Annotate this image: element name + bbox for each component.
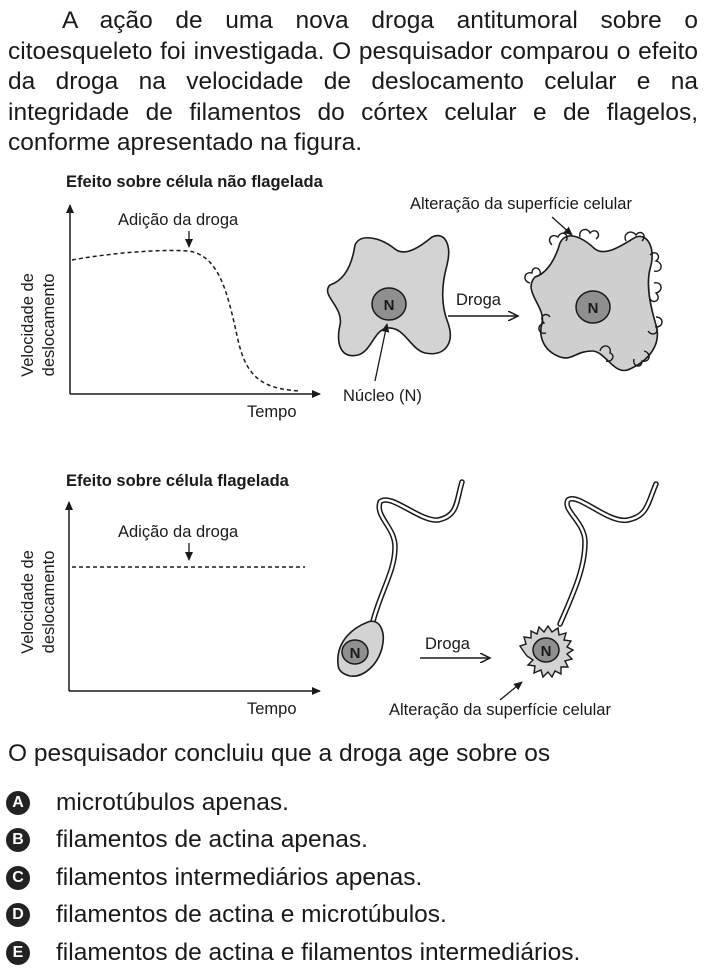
question-stem: O pesquisador concluiu que a droga age s… (8, 740, 551, 767)
option-c[interactable]: C filamentos intermediários apenas. (6, 859, 580, 897)
option-letter-badge: B (6, 828, 30, 853)
option-text: filamentos de actina apenas. (56, 826, 368, 854)
option-letter-badge: C (6, 865, 30, 890)
x-axis-label: Tempo (247, 700, 297, 718)
option-text: microtúbulos apenas. (56, 788, 289, 816)
y-axis-label-line1: Velocidade de (19, 273, 37, 377)
option-d[interactable]: D filamentos de actina e microtúbulos. (6, 897, 580, 935)
y-axis-label-line1: Velocidade de (19, 550, 37, 654)
nucleus-letter-altered: N (588, 300, 599, 317)
surface-change-label: Alteração da superfície celular (389, 701, 611, 719)
drug-arrow-label: Droga (456, 291, 502, 309)
nucleus-letter: N (384, 297, 395, 314)
nucleus-letter: N (350, 645, 361, 662)
surface-change-pointer (551, 216, 573, 236)
option-b[interactable]: B filamentos de actina apenas. (6, 822, 580, 860)
option-letter-badge: A (6, 790, 30, 815)
option-text: filamentos intermediários apenas. (56, 863, 423, 891)
surface-change-label: Alteração da superfície celular (410, 195, 632, 213)
surface-change-pointer (499, 681, 523, 701)
option-letter-badge: E (6, 940, 30, 965)
velocity-curve (71, 249, 301, 392)
option-text: filamentos de actina e filamentos interm… (56, 938, 581, 966)
intro-paragraph: A ação de uma nova droga antitumoral sob… (8, 7, 698, 156)
graph-title: Efeito sobre célula não flagelada (66, 173, 324, 191)
nucleus-pointer (374, 323, 390, 382)
y-axis-label-line2: deslocamento (40, 274, 58, 377)
drug-addition-label: Adição da droga (118, 523, 239, 541)
figure-non-flagellated: Efeito sobre célula não flagelada Veloci… (0, 165, 705, 430)
flagellum-outline (369, 479, 465, 628)
drug-arrow-label: Droga (425, 635, 471, 653)
membrane-blebs (524, 228, 663, 367)
graph-title: Efeito sobre célula flagelada (66, 472, 290, 490)
nucleus-altered (532, 637, 560, 663)
nucleus-altered (575, 290, 611, 324)
y-axis-label-line2: deslocamento (40, 551, 58, 654)
nucleus-normal (341, 639, 369, 665)
option-e[interactable]: E filamentos de actina e filamentos inte… (6, 934, 580, 972)
flagellum (370, 480, 464, 627)
drug-addition-label: Adição da droga (118, 211, 239, 229)
option-letter-badge: D (6, 903, 30, 928)
nucleus-letter-altered: N (541, 643, 552, 660)
nucleus-label: Núcleo (N) (343, 387, 422, 405)
nucleus-normal (371, 287, 407, 321)
option-text: filamentos de actina e microtúbulos. (56, 901, 447, 929)
option-a[interactable]: A microtúbulos apenas. (6, 784, 580, 822)
answer-options: A microtúbulos apenas. B filamentos de a… (6, 784, 580, 972)
x-axis-label: Tempo (247, 403, 297, 421)
flagellum-altered (558, 482, 658, 626)
figure-flagellated: Efeito sobre célula flagelada Velocidade… (0, 462, 705, 727)
flagellum-altered-outline (557, 481, 659, 627)
